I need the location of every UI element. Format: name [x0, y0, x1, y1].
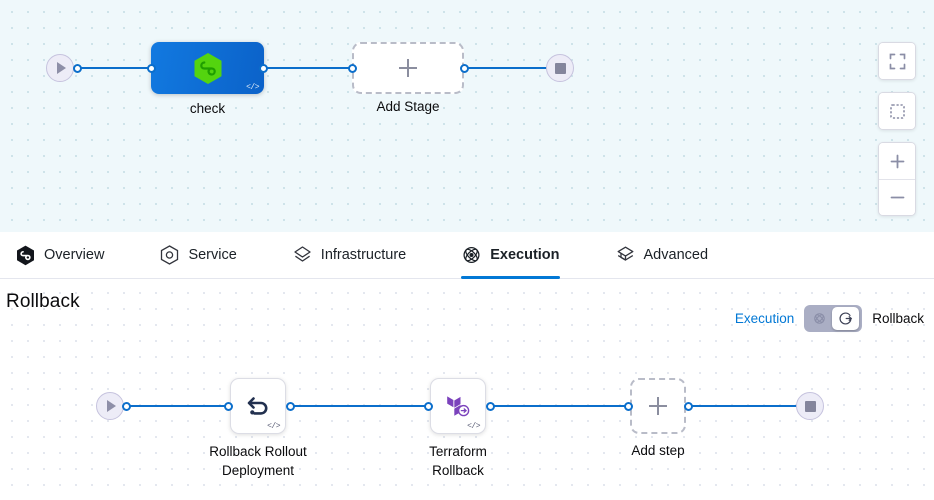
- tab-overview[interactable]: Overview: [16, 232, 126, 279]
- rb-port-addstep-in[interactable]: [624, 402, 633, 411]
- zoom-control-group: [878, 142, 916, 216]
- stop-icon: [804, 400, 816, 412]
- step-label-terraform-rollback: Terraform Rollback: [429, 444, 487, 478]
- port-check-out[interactable]: [259, 64, 268, 73]
- step-label-rollback-rollout-deployment: Rollback Rollout Deployment: [209, 444, 307, 478]
- tab-advanced[interactable]: Advanced: [616, 232, 731, 279]
- edge-start-to-check: [77, 67, 157, 69]
- rollback-arrow-icon: [839, 312, 853, 325]
- play-icon: [107, 400, 116, 412]
- tab-infrastructure[interactable]: Infrastructure: [293, 232, 428, 279]
- undo-arrow-icon: [247, 397, 268, 415]
- zoom-out-button[interactable]: [879, 179, 915, 215]
- rb-port-start-out[interactable]: [122, 402, 131, 411]
- stop-icon: [554, 62, 566, 74]
- rb-edge-addstep-to-end: [688, 405, 800, 407]
- rb-edge-step2-to-addstep: [490, 405, 630, 407]
- rb-edge-start-to-step1: [126, 405, 228, 407]
- add-step-label: Add step: [631, 443, 685, 458]
- layers-diamond-icon: [294, 246, 311, 262]
- add-step-node[interactable]: [630, 378, 686, 434]
- port-start-out[interactable]: [73, 64, 82, 73]
- tab-label: Execution: [490, 247, 560, 263]
- stage-node-check[interactable]: </>: [151, 42, 264, 94]
- step-node-terraform-rollback[interactable]: </>: [430, 378, 486, 434]
- stacked-cube-icon: [617, 246, 633, 261]
- code-badge: </>: [246, 83, 259, 92]
- rb-port-addstep-out[interactable]: [684, 402, 693, 411]
- step-node-rollback-rollout-deployment[interactable]: </>: [230, 378, 286, 434]
- execution-atom-icon: [814, 313, 826, 324]
- execution-atom-icon: [463, 246, 480, 264]
- fit-control-group: [878, 92, 916, 130]
- fullscreen-control-group: [878, 42, 916, 80]
- zoom-in-button[interactable]: [879, 143, 915, 179]
- dashed-square-icon: [889, 103, 905, 119]
- rb-port-step2-in[interactable]: [424, 402, 433, 411]
- execution-rollback-toggle[interactable]: [804, 305, 863, 332]
- port-check-in[interactable]: [147, 64, 156, 73]
- port-addstage-out[interactable]: [460, 64, 469, 73]
- stage-tab-bar: Overview Service Infrastructure: [0, 232, 934, 279]
- rb-port-step1-out[interactable]: [286, 402, 295, 411]
- edge-addstage-to-end: [460, 67, 552, 69]
- pipeline-start-node[interactable]: [46, 54, 74, 82]
- fullscreen-icon: [889, 53, 905, 69]
- pipeline-end-node[interactable]: [546, 54, 574, 82]
- rb-edge-step1-to-step2: [290, 405, 430, 407]
- rollback-end-node[interactable]: [796, 392, 824, 420]
- stage-label-check: check: [189, 101, 226, 116]
- tab-label: Advanced: [643, 247, 709, 263]
- tab-execution[interactable]: Execution: [461, 232, 581, 279]
- toggle-segment-rollback[interactable]: [832, 307, 860, 330]
- tab-label: Infrastructure: [320, 247, 407, 263]
- play-icon: [57, 62, 66, 74]
- plus-icon: [399, 59, 417, 77]
- stage-graph-canvas[interactable]: </> check Add Stage: [0, 0, 934, 232]
- fullscreen-button[interactable]: [879, 43, 915, 79]
- rb-port-step2-out[interactable]: [486, 402, 495, 411]
- tab-service[interactable]: Service: [160, 232, 258, 279]
- toggle-label-rollback[interactable]: Rollback: [872, 311, 924, 326]
- tab-label: Overview: [44, 247, 105, 263]
- tab-label: Service: [188, 247, 237, 263]
- add-stage-label: Add Stage: [376, 99, 440, 114]
- execution-rollback-toggle-group: Execution: [735, 305, 924, 332]
- code-badge: </>: [267, 422, 280, 431]
- hexagon-target-icon: [161, 245, 179, 265]
- toggle-label-execution[interactable]: Execution: [734, 311, 795, 326]
- toggle-segment-execution[interactable]: [807, 308, 832, 329]
- rollback-panel: Rollback Execution: [0, 279, 934, 500]
- plus-icon: [890, 154, 904, 168]
- edge-check-to-addstage: [261, 67, 356, 69]
- add-stage-node[interactable]: [352, 42, 464, 94]
- minus-icon: [890, 196, 904, 199]
- code-badge: </>: [467, 422, 480, 431]
- fit-to-screen-button[interactable]: [879, 93, 915, 129]
- harness-hexagon-icon: [194, 52, 221, 84]
- rollback-start-node[interactable]: [96, 392, 124, 420]
- port-addstage-in[interactable]: [348, 64, 357, 73]
- rollback-title: Rollback: [6, 291, 80, 312]
- harness-hexagon-icon: [17, 245, 34, 265]
- plus-icon: [649, 397, 667, 415]
- terraform-rollback-icon: [447, 396, 470, 417]
- rb-port-step1-in[interactable]: [224, 402, 233, 411]
